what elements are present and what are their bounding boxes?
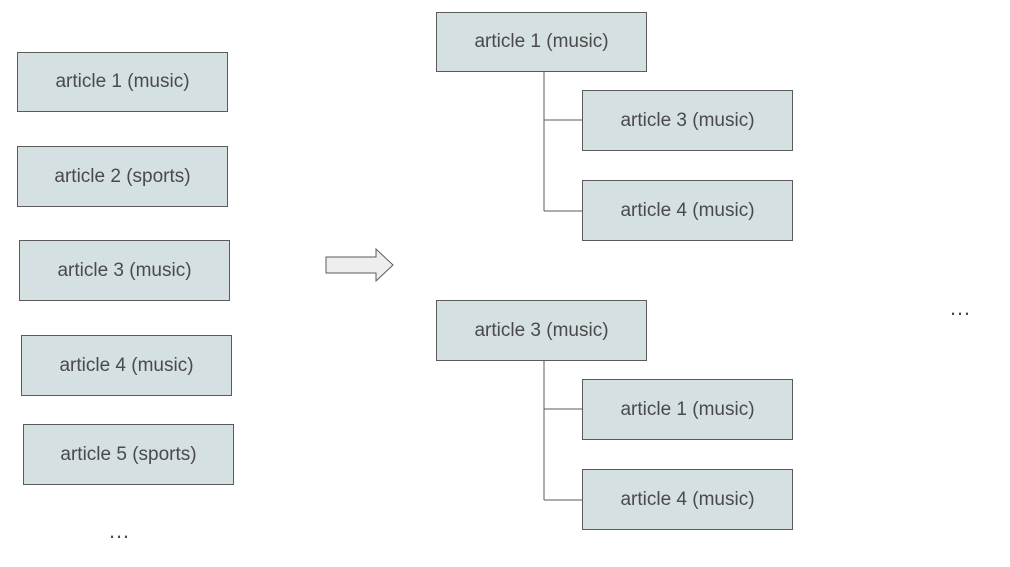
input-list-more-ellipsis: … bbox=[108, 518, 131, 543]
input-article-box: article 2 (sports) bbox=[17, 146, 228, 207]
group-root-box: article 3 (music) bbox=[436, 300, 647, 361]
input-article-box: article 1 (music) bbox=[17, 52, 228, 112]
input-article-label: article 1 (music) bbox=[55, 71, 190, 92]
group-child-box: article 4 (music) bbox=[582, 180, 793, 241]
group-child-box: article 1 (music) bbox=[582, 379, 793, 440]
group-child-box: article 3 (music) bbox=[582, 90, 793, 151]
group-root-label: article 1 (music) bbox=[474, 31, 609, 52]
input-article-box: article 5 (sports) bbox=[23, 424, 234, 485]
group-child-box: article 4 (music) bbox=[582, 469, 793, 530]
input-article-box: article 4 (music) bbox=[21, 335, 232, 396]
group-2-connectors bbox=[543, 360, 582, 501]
input-article-label: article 5 (sports) bbox=[60, 443, 197, 465]
group-root-box: article 1 (music) bbox=[436, 12, 647, 72]
group-child-label: article 4 (music) bbox=[620, 199, 755, 221]
input-article-label: article 4 (music) bbox=[59, 354, 194, 376]
group-child-label: article 1 (music) bbox=[620, 398, 755, 420]
group-child-label: article 3 (music) bbox=[620, 109, 755, 131]
input-article-label: article 3 (music) bbox=[57, 259, 192, 281]
input-article-label: article 2 (sports) bbox=[54, 165, 191, 187]
group-root-label: article 3 (music) bbox=[474, 319, 609, 341]
group-child-label: article 4 (music) bbox=[620, 488, 755, 510]
transform-arrow-icon bbox=[325, 247, 394, 283]
group-1-connectors bbox=[543, 71, 582, 212]
input-article-box: article 3 (music) bbox=[19, 240, 230, 301]
groups-more-ellipsis: … bbox=[949, 295, 972, 320]
